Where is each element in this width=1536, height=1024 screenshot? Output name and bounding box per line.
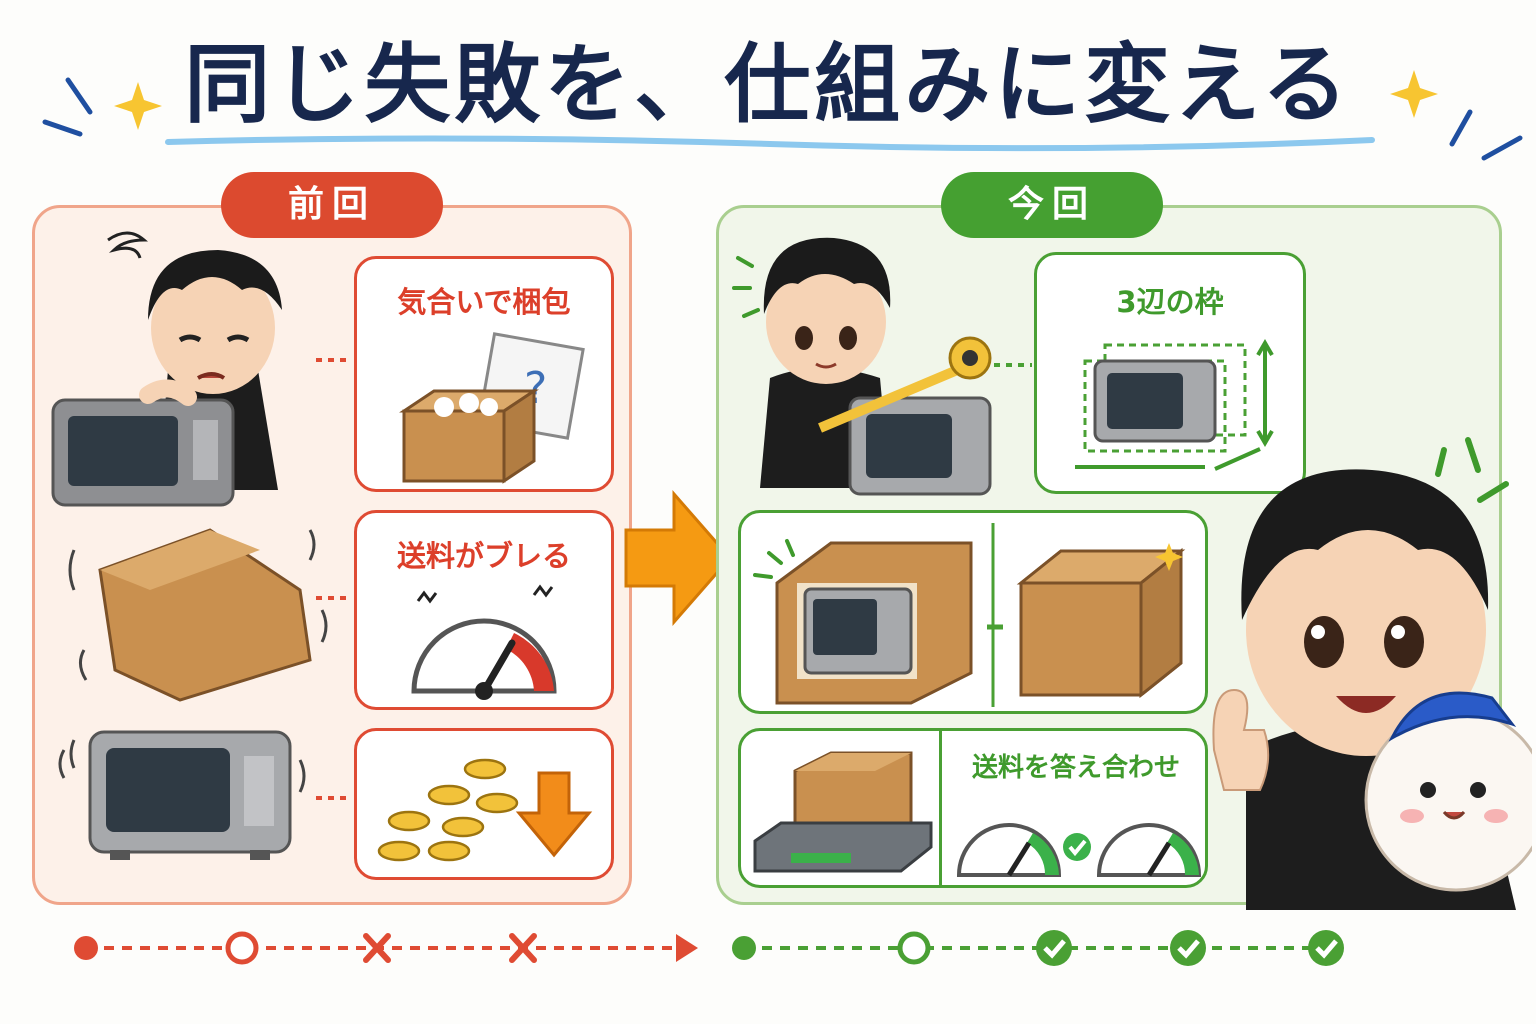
after-step-card-3: 送料を答え合わせ <box>738 728 1208 888</box>
measuring-person-illustration <box>732 237 992 496</box>
title-sparkle-right <box>1390 70 1523 161</box>
before-step-label-1: 気合いで梱包 <box>397 285 571 319</box>
falling-coins-icon <box>377 758 593 862</box>
page-title: 同じ失敗を、仕組みに変える <box>184 35 1352 135</box>
before-timeline <box>74 931 698 965</box>
connector-dots-3 <box>316 796 352 800</box>
title-sparkle-left <box>42 77 162 137</box>
connector-dots-1 <box>316 358 352 362</box>
before-label: 前回 <box>221 172 443 238</box>
microwave-illustration <box>58 730 306 860</box>
scale-icon <box>753 751 933 873</box>
connector-dots-4 <box>994 363 1032 367</box>
before-step-card-1: 気合いで梱包 ? <box>354 256 614 492</box>
transition-arrow-icon <box>624 490 732 626</box>
after-step-label-3: 送料を答え合わせ <box>971 753 1180 783</box>
tired-person-illustration <box>51 231 282 507</box>
messy-box-icon: ? <box>399 332 585 484</box>
fitted-packing-icon <box>753 523 1186 707</box>
connector-dots-2 <box>316 596 352 600</box>
before-step-card-2: 送料がブレる <box>354 510 614 710</box>
before-step-card-3 <box>354 728 614 880</box>
happy-person-with-hamster-illustration <box>1212 437 1532 910</box>
title-underline <box>165 135 1375 152</box>
after-step-card-2 <box>738 510 1208 714</box>
after-step-card-1: 3辺の枠 <box>1034 252 1306 494</box>
after-timeline <box>732 930 1344 966</box>
matching-gauges-icon <box>956 823 1202 877</box>
measured-frame-icon <box>1075 339 1274 471</box>
shaking-gauge-icon <box>411 584 557 700</box>
before-step-label-2: 送料がブレる <box>396 539 571 573</box>
after-step-label-1: 3辺の枠 <box>1116 285 1224 319</box>
after-label: 今回 <box>941 172 1163 238</box>
shaking-box-illustration <box>68 528 328 702</box>
